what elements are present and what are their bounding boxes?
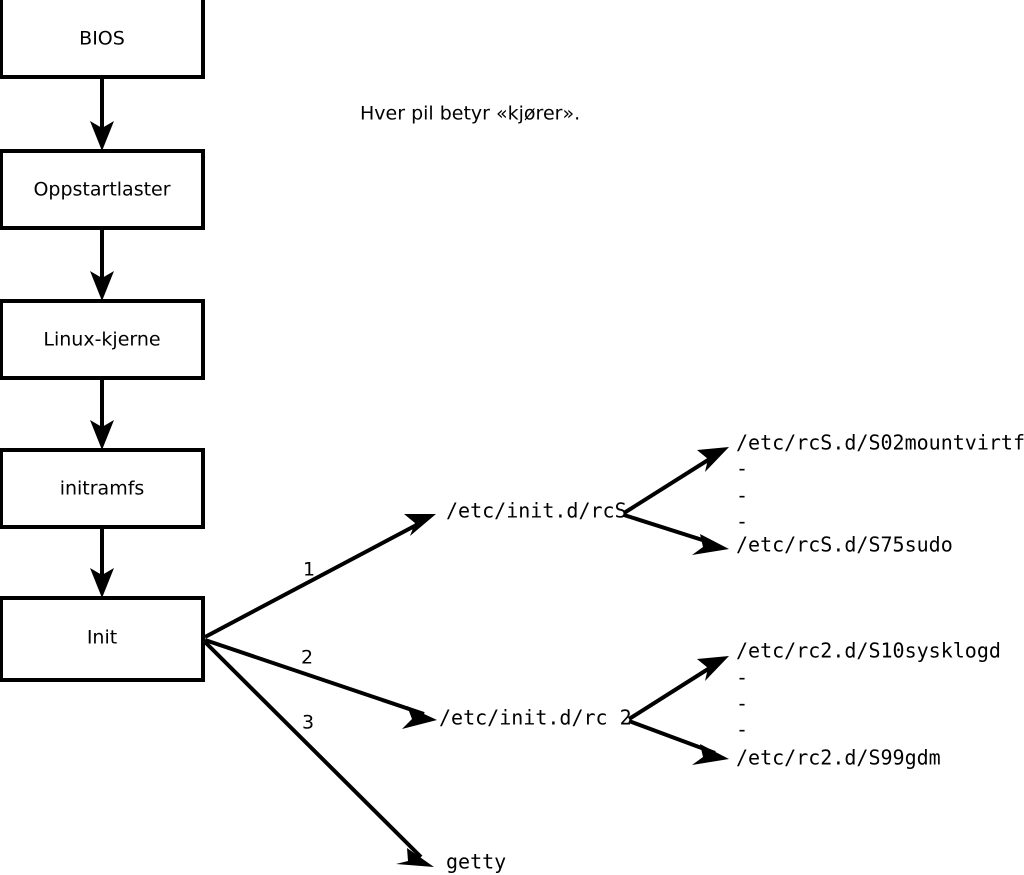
node-init-rect <box>0 596 205 682</box>
edge-init-to-getty: 3 <box>203 640 434 867</box>
rcs-ellipsis-dash-2: - <box>736 484 748 508</box>
edge-kernel-to-initramfs <box>90 378 114 450</box>
node-bios-rect <box>0 0 205 79</box>
node-bootloader-rect <box>0 149 205 230</box>
node-kernel: Linux-kjerne <box>0 299 205 380</box>
node-initramfs: initramfs <box>0 448 205 529</box>
edge-rcs-to-first-script <box>622 447 729 515</box>
edge-bootloader-to-kernel <box>90 228 114 301</box>
edge-rc2-to-last-script <box>628 719 729 765</box>
edge-number-3: 3 <box>302 712 314 734</box>
edge-initramfs-to-init <box>90 527 114 598</box>
node-kernel-label: Linux-kjerne <box>43 329 160 351</box>
edge-rcs-to-last-script <box>623 513 729 555</box>
edge-number-1: 1 <box>303 559 315 581</box>
edge-init-to-rc2: 2 <box>204 638 437 729</box>
label-init-d-rc2: /etc/init.d/rc 2 <box>439 706 632 730</box>
label-getty: getty <box>446 850 506 874</box>
node-initramfs-label: initramfs <box>60 478 145 500</box>
rcs-ellipsis-dash-1: - <box>736 457 748 481</box>
node-bios-label: BIOS <box>79 28 125 50</box>
edge-number-2: 2 <box>301 647 313 669</box>
edge-init-to-rcs: 1 <box>204 514 436 639</box>
rc2-ellipsis-dash-3: - <box>736 718 748 742</box>
edge-bios-to-bootloader <box>90 77 114 151</box>
node-init: Init <box>0 596 205 682</box>
rc2-ellipsis-dash-1: - <box>736 666 748 690</box>
label-rc2-script-first: /etc/rc2.d/S10sysklogd <box>736 639 1001 663</box>
label-rcs-script-first: /etc/rcS.d/S02mountvirtfs <box>736 431 1024 455</box>
diagram-note: Hver pil betyr «kjører». <box>360 103 580 125</box>
label-rc2-script-last: /etc/rc2.d/S99gdm <box>736 746 941 770</box>
node-bootloader: Oppstartlaster <box>0 149 205 230</box>
edge-rc2-to-first-script <box>627 656 729 721</box>
rcs-ellipsis-dash-3: - <box>736 510 748 534</box>
label-init-d-rcs: /etc/init.d/rcS <box>446 499 627 523</box>
node-init-label: Init <box>87 627 117 649</box>
node-bootloader-label: Oppstartlaster <box>33 179 170 201</box>
rc2-ellipsis-dash-2: - <box>736 692 748 716</box>
label-rcs-script-last: /etc/rcS.d/S75sudo <box>736 533 953 557</box>
node-bios: BIOS <box>0 0 205 79</box>
